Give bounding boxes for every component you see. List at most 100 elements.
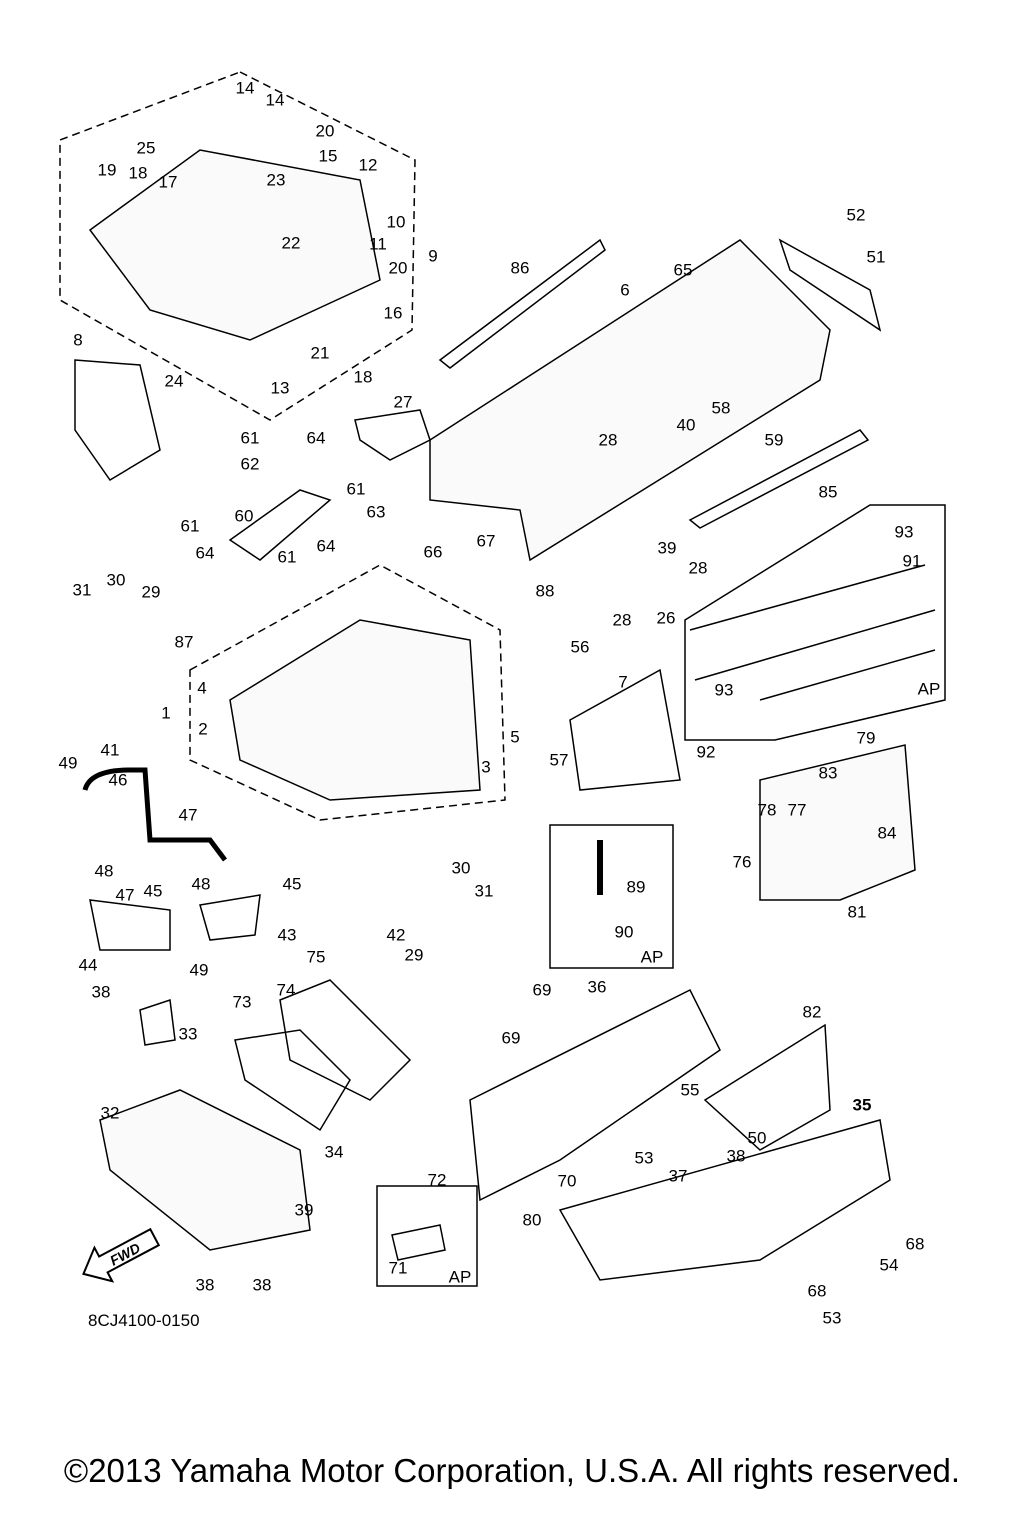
part-bracket-33 [139, 998, 176, 1046]
callout-label: 10 [386, 212, 406, 232]
callout-label: 30 [451, 858, 471, 878]
callout-label: 25 [136, 138, 156, 158]
group-outline-1 [189, 564, 506, 821]
callout-label: 26 [656, 608, 676, 628]
part-bracket-8 [74, 359, 161, 482]
callout-label: 51 [866, 247, 886, 267]
ap-box-89 [549, 824, 674, 969]
callout-label: 46 [108, 770, 128, 790]
callout-label: 28 [598, 430, 618, 450]
callout-label: 64 [195, 543, 215, 563]
callout-label: 8 [73, 330, 83, 350]
callout-label: 92 [696, 742, 716, 762]
callout-label: 17 [158, 172, 178, 192]
fwd-arrow-icon: FWD [82, 1227, 161, 1283]
callout-label: 82 [802, 1002, 822, 1022]
callout-label: 53 [634, 1148, 654, 1168]
callout-label: 88 [535, 581, 555, 601]
callout-label: 87 [174, 632, 194, 652]
part-bracket-51 [778, 238, 882, 332]
callout-label: 61 [240, 428, 260, 448]
callout-label: 47 [178, 805, 198, 825]
callout-label: 67 [476, 531, 496, 551]
callout-label: 43 [277, 925, 297, 945]
part-panel-82 [703, 1023, 831, 1151]
part-bracket-44 [89, 899, 171, 951]
callout-label: 19 [97, 160, 117, 180]
callout-label: 45 [143, 881, 163, 901]
callout-label: 27 [393, 392, 413, 412]
callout-label: 59 [764, 430, 784, 450]
callout-label: 28 [688, 558, 708, 578]
callout-label: 38 [726, 1146, 746, 1166]
callout-label: AP [448, 1267, 472, 1287]
callout-label: 70 [557, 1171, 577, 1191]
callout-label: 71 [388, 1258, 408, 1278]
part-floor-35 [558, 1119, 891, 1281]
callout-label: 49 [58, 753, 78, 773]
callout-label: 15 [318, 146, 338, 166]
part-frame-upper [88, 149, 381, 341]
callout-label: 54 [879, 1255, 899, 1275]
callout-label: 61 [180, 516, 200, 536]
callout-label: 76 [732, 852, 752, 872]
callout-label: 12 [358, 155, 378, 175]
callout-label: 68 [905, 1234, 925, 1254]
ap-box-71 [376, 1185, 478, 1287]
callout-label: 69 [501, 1028, 521, 1048]
callout-label: 65 [673, 260, 693, 280]
callout-label: 60 [234, 506, 254, 526]
callout-label: 1 [161, 703, 171, 723]
callout-label: 61 [346, 479, 366, 499]
callout-label: 41 [100, 740, 120, 760]
callout-label: 37 [668, 1166, 688, 1186]
diagram-code: 8CJ4100-0150 [88, 1311, 200, 1330]
callout-label: 38 [252, 1275, 272, 1295]
callout-label: 44 [78, 955, 98, 975]
callout-label: 2 [198, 719, 208, 739]
callout-label: 20 [315, 121, 335, 141]
callout-label: 89 [626, 877, 646, 897]
callout-label: 38 [195, 1275, 215, 1295]
callout-label: 35 [852, 1095, 872, 1115]
callout-label: 24 [164, 371, 184, 391]
callout-label: 49 [189, 960, 209, 980]
callout-label: 91 [902, 551, 922, 571]
callout-label: 39 [294, 1200, 314, 1220]
group-outline-9 [59, 71, 416, 421]
callout-label: 42 [386, 925, 406, 945]
callout-label: 48 [191, 874, 211, 894]
callout-label: 90 [614, 922, 634, 942]
callout-label: 72 [427, 1170, 447, 1190]
callout-label: 5 [510, 727, 520, 747]
part-tunnel-36 [469, 988, 721, 1202]
callout-label: 75 [306, 947, 326, 967]
callout-label: 14 [265, 90, 285, 110]
callout-label: AP [640, 947, 664, 967]
callout-label: 28 [612, 610, 632, 630]
callout-label: 45 [282, 874, 302, 894]
callout-label: 78 [757, 800, 777, 820]
callout-label: 83 [818, 763, 838, 783]
rail-93 [759, 649, 936, 701]
callout-label: 11 [369, 234, 387, 254]
part-panel-74 [279, 979, 412, 1101]
callout-label: 31 [474, 881, 494, 901]
callout-label: 52 [846, 205, 866, 225]
callout-label: 62 [240, 454, 260, 474]
callout-label: 57 [549, 750, 569, 770]
callout-label: 61 [277, 547, 297, 567]
callout-label: 84 [877, 823, 897, 843]
callout-label: 14 [235, 78, 255, 98]
callout-label: 86 [510, 258, 530, 278]
callout-label: 58 [711, 398, 731, 418]
callout-label: 33 [178, 1024, 198, 1044]
callout-label: 20 [388, 258, 408, 278]
part-pan-73 [234, 1029, 351, 1132]
part-bracket-7 [569, 668, 681, 791]
callout-label: 22 [281, 233, 301, 253]
part-bumper-41 [82, 767, 227, 862]
callout-label: 85 [818, 482, 838, 502]
callout-label: 31 [72, 580, 92, 600]
